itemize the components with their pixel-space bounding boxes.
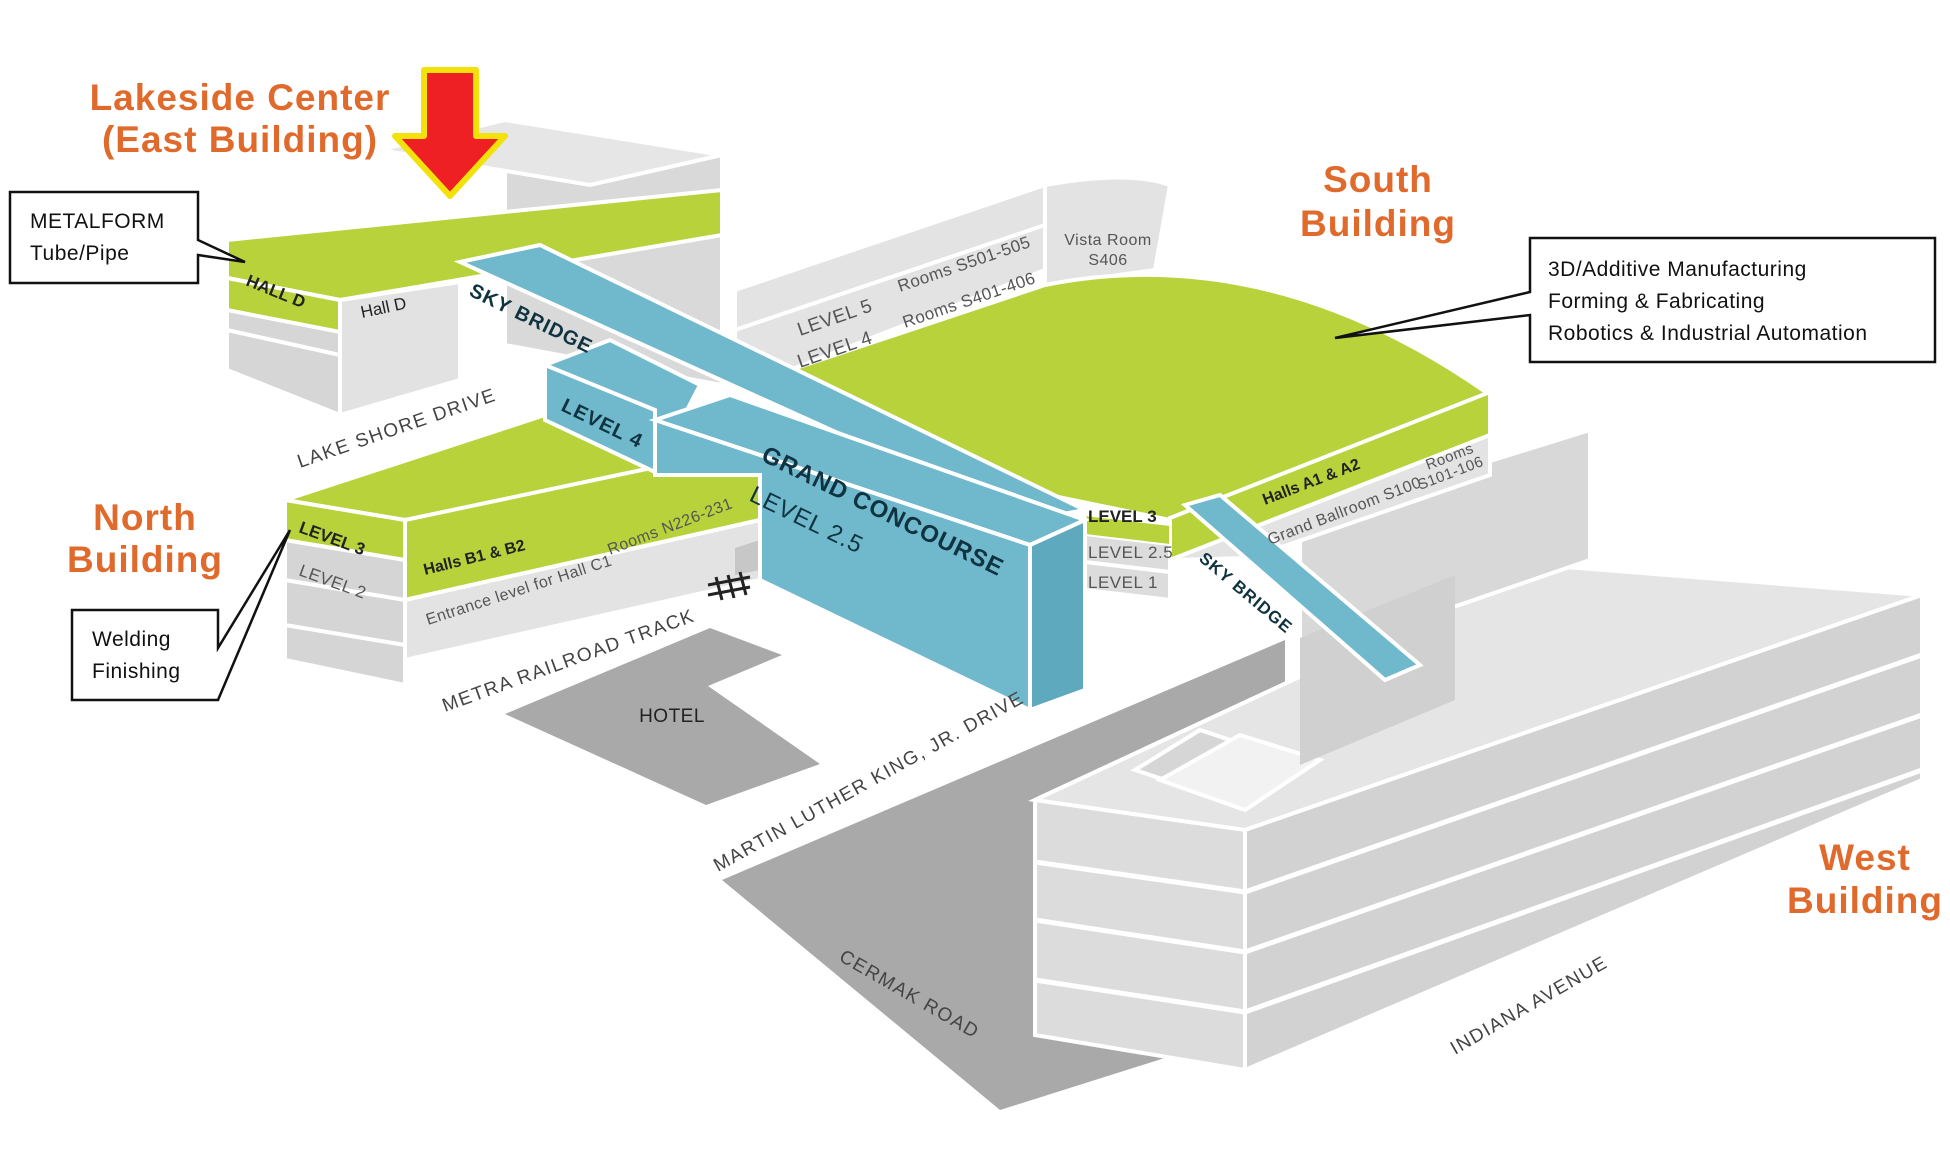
level-3-south-label: LEVEL 3	[1088, 507, 1157, 526]
location-arrow-icon	[392, 67, 508, 199]
level-2-5-south-label: LEVEL 2.5	[1088, 543, 1173, 562]
south-callout: 3D/Additive Manufacturing Forming & Fabr…	[1334, 236, 1937, 364]
vista-room-label: Vista Room	[1064, 232, 1151, 249]
north-title-line2: Building	[67, 539, 223, 580]
north-building	[283, 412, 762, 688]
metalform-callout: METALFORM Tube/Pipe	[8, 190, 246, 285]
lakeside-title-line2: (East Building)	[102, 119, 378, 160]
metalform-line2: Tube/Pipe	[30, 242, 129, 265]
railroad-icon	[707, 571, 751, 601]
lakeside-title-line1: Lakeside Center	[90, 77, 391, 118]
hotel-label: HOTEL	[639, 706, 705, 727]
west-title-line1: West	[1819, 837, 1911, 878]
west-building	[1028, 427, 1924, 1074]
south-callout-line3: Robotics & Industrial Automation	[1548, 322, 1868, 345]
north-callout-line1: Welding	[92, 628, 171, 651]
west-title-line2: Building	[1787, 880, 1943, 921]
north-callout-line2: Finishing	[92, 660, 181, 683]
vista-room-num-label: S406	[1088, 252, 1127, 269]
metalform-line1: METALFORM	[30, 210, 165, 233]
south-callout-line2: Forming & Fabricating	[1548, 290, 1765, 313]
north-title-line1: North	[93, 497, 197, 538]
hotel-building	[505, 628, 820, 805]
level-1-south-label: LEVEL 1	[1088, 573, 1158, 592]
grand-concourse	[453, 242, 1424, 714]
north-callout: Welding Finishing	[70, 529, 292, 702]
south-title-line2: Building	[1300, 203, 1456, 244]
south-title-line1: South	[1323, 159, 1433, 200]
south-callout-line1: 3D/Additive Manufacturing	[1548, 258, 1807, 281]
